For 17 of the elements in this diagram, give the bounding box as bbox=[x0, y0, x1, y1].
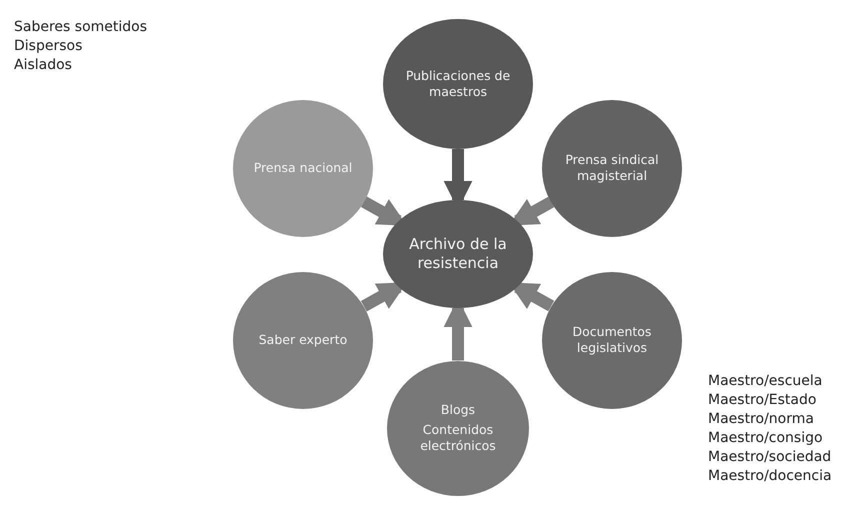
node-label: Saber experto bbox=[258, 332, 348, 348]
relation-text: Maestro/consigo bbox=[708, 429, 824, 448]
node-label: Prensa sindical magisterial bbox=[564, 152, 660, 184]
relation-text: Maestro/Estado bbox=[708, 391, 818, 410]
relation-text: Maestro/docencia bbox=[708, 467, 832, 486]
node-label: Blogs bbox=[440, 402, 476, 418]
note-text: Dispersos bbox=[14, 37, 84, 56]
relation-text: Maestro/escuela bbox=[708, 372, 824, 391]
note-text: Aislados bbox=[14, 56, 73, 75]
relation-text: Maestro/sociedad bbox=[708, 448, 832, 467]
node-label: Prensa nacional bbox=[254, 160, 352, 176]
note-text: Saberes sometidos bbox=[14, 18, 148, 37]
node-label: Contenidos electrónicos bbox=[419, 422, 497, 454]
node-label: Publicaciones de maestros bbox=[404, 68, 512, 100]
relation-text: Maestro/norma bbox=[708, 410, 815, 429]
node-label: Documentos legislativos bbox=[572, 324, 652, 356]
node-label: Archivo de la resistencia bbox=[408, 234, 508, 274]
